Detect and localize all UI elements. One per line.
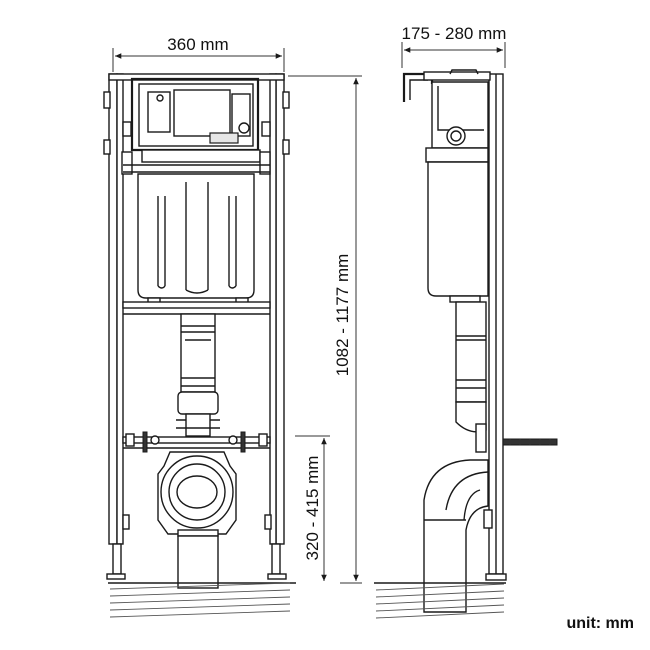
height-dimension: 1082 - 1177 mm bbox=[288, 75, 362, 584]
flush-pipe bbox=[176, 313, 220, 437]
outlet-height-dimension: 320 - 415 mm bbox=[295, 435, 330, 581]
width-dimension: 360 mm bbox=[112, 35, 285, 72]
floor-front bbox=[108, 582, 296, 618]
depth-dimension: 175 - 280 mm bbox=[401, 24, 507, 68]
outlet-bend bbox=[157, 451, 237, 589]
depth-label: 175 - 280 mm bbox=[402, 24, 507, 43]
height-label: 1082 - 1177 mm bbox=[333, 254, 352, 377]
frame-feet bbox=[106, 514, 287, 580]
side-post bbox=[485, 73, 507, 581]
floor-side bbox=[374, 582, 506, 619]
unit-note: unit: mm bbox=[566, 615, 634, 632]
width-label: 360 mm bbox=[167, 35, 228, 54]
cistern-housing bbox=[121, 77, 271, 175]
bolt-rail bbox=[122, 431, 271, 453]
cistern-tank bbox=[137, 173, 255, 305]
side-outlet-elbow bbox=[423, 459, 493, 613]
side-view: 175 - 280 mm bbox=[374, 24, 558, 619]
side-cistern-tank bbox=[427, 161, 489, 303]
front-view: 360 mm bbox=[103, 35, 362, 618]
side-bolt bbox=[475, 423, 558, 453]
outlet-height-label: 320 - 415 mm bbox=[303, 456, 322, 561]
side-flush-pipe bbox=[455, 301, 487, 433]
middle-rail bbox=[122, 301, 271, 315]
top-bracket bbox=[402, 69, 491, 102]
